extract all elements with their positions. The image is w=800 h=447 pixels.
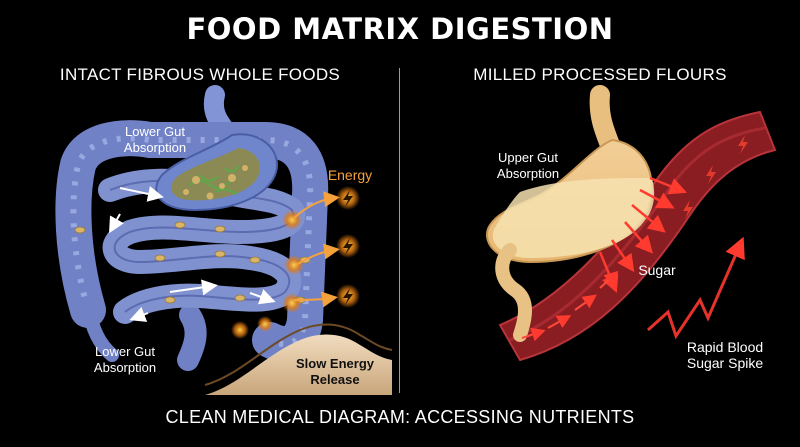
bolt-icon (336, 186, 360, 308)
right-panel-heading: MILLED PROCESSED FLOURS (473, 65, 727, 84)
vessel-flow-arrows (521, 270, 619, 342)
label-lower-gut-top: Lower Gut Absorption (123, 124, 187, 155)
slow-energy-hill (204, 323, 393, 395)
panel-divider (399, 68, 400, 393)
label-sugar: Sugar (638, 262, 676, 278)
left-panel-heading: INTACT FIBROUS WHOLE FOODS (59, 65, 341, 84)
label-energy: Energy (327, 167, 373, 183)
spike-arrow (646, 236, 745, 340)
energy-arrows (293, 191, 340, 308)
footer-caption: CLEAN MEDICAL DIAGRAM: ACCESSING NUTRIEN… (165, 407, 635, 427)
absorption-points (231, 210, 304, 339)
left-digestive-system (55, 85, 329, 371)
page-title: FOOD MATRIX DIGESTION (186, 12, 614, 46)
label-rapid-spike: Rapid Blood Sugar Spike (686, 339, 764, 371)
label-lower-gut-bottom: Lower Gut Absorption (93, 344, 157, 375)
label-upper-gut: Upper Gut Absorption (496, 150, 560, 181)
bolt-icon (683, 135, 748, 219)
label-slow-energy: Slow Energy Release (295, 356, 375, 387)
